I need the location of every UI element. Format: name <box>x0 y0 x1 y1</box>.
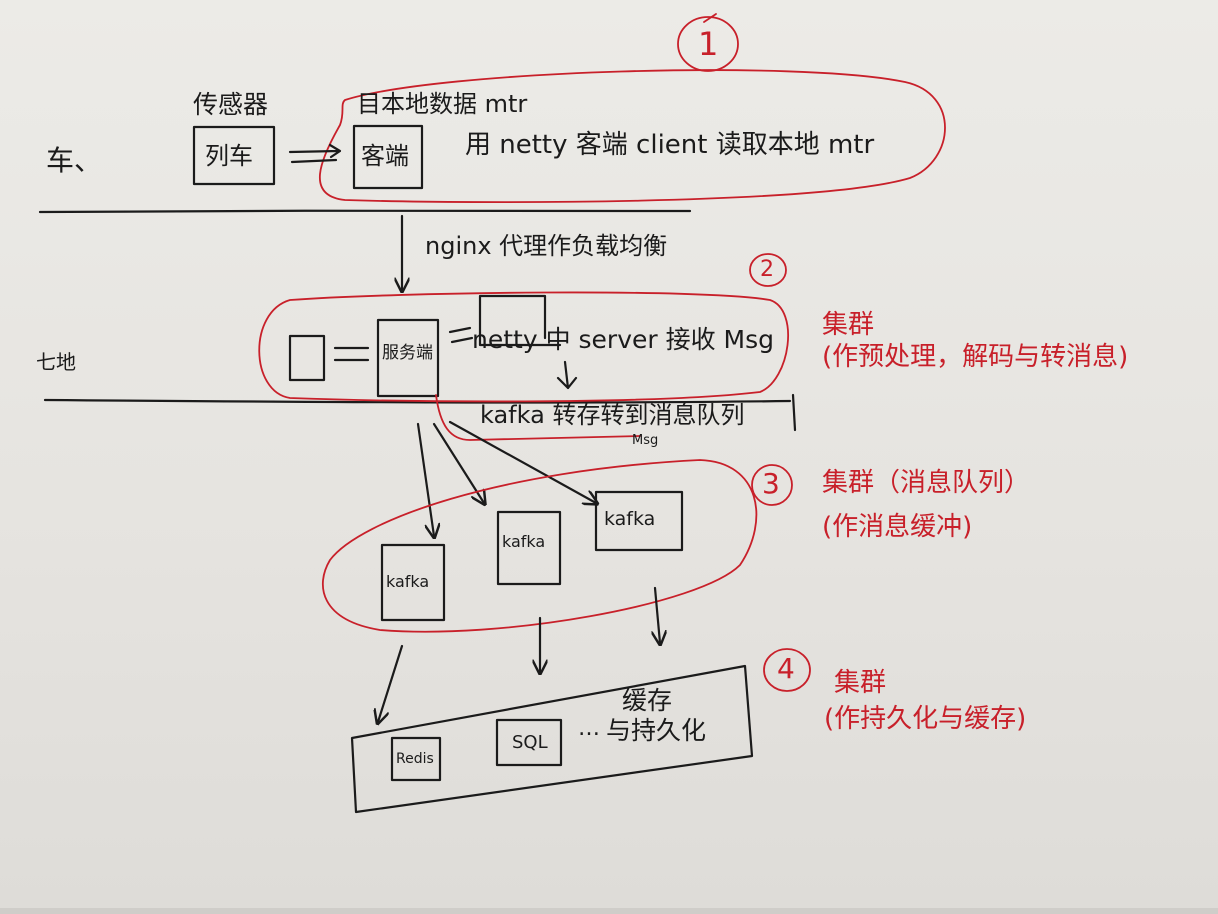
cluster-2-title: 集群 <box>822 310 875 340</box>
region-2-outline <box>258 291 790 403</box>
page-bottom-edge <box>0 908 1218 914</box>
kafka-node-3-box <box>594 490 684 552</box>
sensor-label: 传感器 <box>193 90 269 119</box>
storage-line-2: 与持久化 <box>606 716 707 745</box>
equals-sign-2 <box>448 326 474 344</box>
kafka-node-1-label: kafka <box>386 572 430 591</box>
cluster-2-note: (作预处理，解码与转消息) <box>822 342 1129 372</box>
kafka-forward-close <box>791 393 797 432</box>
client-box <box>352 124 424 190</box>
kafka-node-2-box <box>496 510 562 586</box>
nginx-label: nginx 代理作负载均衡 <box>425 232 668 260</box>
arrow-to-kafka-2 <box>432 422 484 503</box>
circle-2-digit: 2 <box>760 257 774 282</box>
circle-3-digit: 3 <box>762 467 780 500</box>
divider-line-top <box>38 209 692 214</box>
circle-marker-1-tail <box>703 13 717 23</box>
kafka-node-1-box <box>380 543 446 622</box>
server-label: 服务端 <box>382 343 433 363</box>
redis-box <box>390 736 442 782</box>
kafka-node-2-label: kafka <box>502 532 546 551</box>
equals-sign <box>333 346 370 362</box>
arrow-to-kafka-3 <box>448 420 596 503</box>
cluster-4-note: (作持久化与缓存) <box>824 704 1027 734</box>
server-description: netty 中 server 接收 Msg <box>472 325 775 354</box>
cluster-3-title: 集群（消息队列） <box>822 468 1031 498</box>
circle-marker-2 <box>749 253 787 287</box>
client-description: 用 netty 客端 client 读取本地 mtr <box>465 130 875 160</box>
server-box <box>376 318 440 398</box>
circle-marker-3 <box>751 464 793 506</box>
vehicle-label: 列车 <box>205 142 253 170</box>
storage-ellipsis: … <box>578 716 600 741</box>
circle-marker-1 <box>677 16 739 72</box>
car-side-label: 车、 <box>46 144 103 177</box>
divider-line-bottom <box>43 398 792 404</box>
region-3-outline <box>322 459 758 633</box>
circle-marker-4 <box>763 648 811 692</box>
storage-line-1: 缓存 <box>622 686 673 715</box>
circle-4-digit: 4 <box>777 652 795 685</box>
arrow-to-storage-3 <box>655 586 660 643</box>
load-square <box>288 334 326 382</box>
local-data-label: 目本地数据 mtr <box>357 90 528 118</box>
sql-box <box>495 718 563 767</box>
sql-label: SQL <box>512 732 548 753</box>
vehicle-box <box>192 125 276 186</box>
client-label: 客端 <box>361 142 409 170</box>
storage-box <box>350 664 754 814</box>
arrow-to-storage-1 <box>378 644 404 722</box>
msg-down-arrow <box>556 360 578 390</box>
ground-side-label: 七地 <box>36 350 76 374</box>
kafka-node-3-label: kafka <box>604 508 656 530</box>
region-1-outline <box>318 69 946 204</box>
msg-small-label: Msg <box>632 433 659 448</box>
kafka-forward-bracket <box>435 394 641 441</box>
arrow-to-kafka-1 <box>416 422 434 536</box>
netty-frame <box>478 294 562 347</box>
cluster-3-note: (作消息缓冲) <box>822 512 973 542</box>
redis-label: Redis <box>396 751 434 767</box>
cluster-4-title: 集群 <box>834 668 887 698</box>
circle-1-digit: 1 <box>698 25 719 63</box>
double-arrow <box>288 143 342 164</box>
kafka-forward-label: kafka 转存转到消息队列 <box>480 401 745 429</box>
